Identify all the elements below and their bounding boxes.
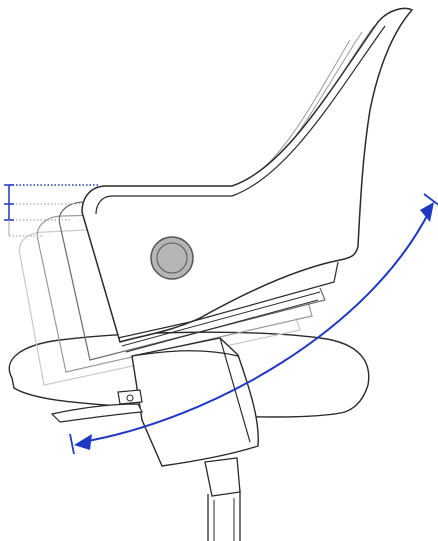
gas-cylinder <box>204 457 241 541</box>
column-housing <box>131 337 259 467</box>
tilt-range-arrow-icon <box>69 193 438 455</box>
height-level-marker-icon <box>4 184 100 237</box>
tilt-knob-icon <box>150 236 194 280</box>
tilt-lever <box>50 389 143 423</box>
